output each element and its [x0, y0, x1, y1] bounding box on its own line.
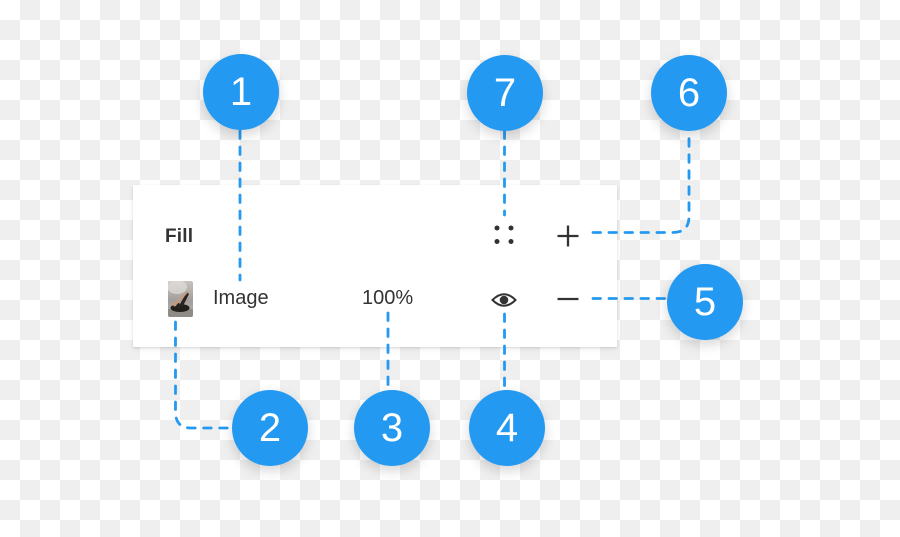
callout-badge-3: 3: [354, 390, 430, 466]
callout-badge-7: 7: [467, 55, 543, 131]
styles-four-dots-icon[interactable]: [491, 222, 515, 246]
callout-badge-5: 5: [667, 264, 743, 340]
callout-badge-4: 4: [469, 390, 545, 466]
visibility-eye-icon[interactable]: [491, 291, 517, 309]
fill-type-label[interactable]: Image: [213, 287, 269, 309]
callout-badge-1: 1: [203, 54, 279, 130]
callout-badge-2: 2: [232, 390, 308, 466]
callout-badge-6: 6: [651, 55, 727, 131]
image-fill-thumbnail[interactable]: [168, 281, 193, 317]
remove-fill-minus-icon[interactable]: [556, 287, 580, 311]
fill-panel: Fill: [133, 185, 617, 347]
fill-opacity-value[interactable]: 100%: [362, 287, 414, 309]
panel-title: Fill: [165, 226, 194, 247]
add-fill-plus-icon[interactable]: [556, 224, 580, 248]
